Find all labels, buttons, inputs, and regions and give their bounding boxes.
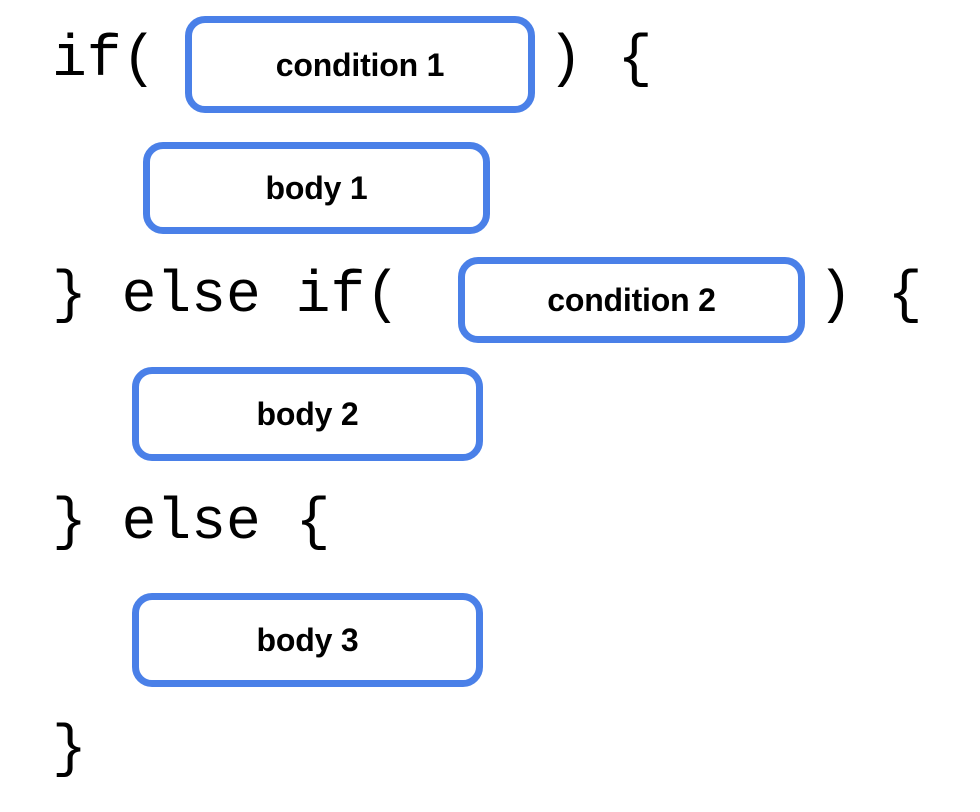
slot-body-3[interactable]: body 3: [132, 593, 483, 687]
slot-condition-1[interactable]: condition 1: [185, 16, 535, 113]
slot-body-1-label: body 1: [265, 170, 368, 206]
slot-body-2[interactable]: body 2: [132, 367, 483, 461]
slot-body-2-label: body 2: [256, 396, 359, 432]
code-close-paren-brace-line-1: ) {: [548, 28, 653, 93]
slot-condition-2-label: condition 2: [547, 282, 716, 318]
code-keyword-if-open: if(: [52, 28, 157, 93]
slot-body-3-label: body 3: [256, 622, 359, 658]
code-keyword-else-if-open: } else if(: [52, 264, 401, 329]
slot-body-1[interactable]: body 1: [143, 142, 490, 234]
code-keyword-else: } else {: [52, 491, 331, 556]
code-closing-brace: }: [52, 718, 87, 783]
slot-condition-2[interactable]: condition 2: [458, 257, 805, 343]
slot-condition-1-label: condition 1: [275, 46, 445, 83]
code-close-paren-brace-line-3: ) {: [818, 264, 923, 329]
